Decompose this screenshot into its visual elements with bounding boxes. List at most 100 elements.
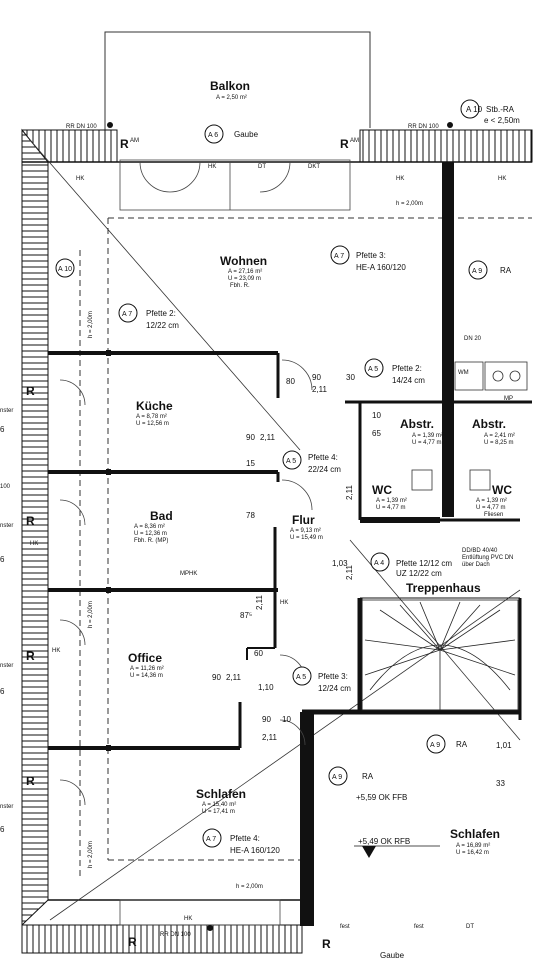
- dim: 90: [312, 373, 321, 382]
- pfette-value: 12/22 cm: [146, 321, 179, 330]
- dim: 2,11: [312, 385, 328, 394]
- r-label: R: [322, 937, 331, 951]
- fest-label: fest: [414, 924, 424, 930]
- room-area-abstr1: A = 1,39 m²: [412, 433, 443, 439]
- tag-a5: A 5: [286, 458, 296, 465]
- tag-a10: A 10: [466, 105, 483, 114]
- room-area-bad: A = 8,36 m²: [134, 524, 165, 530]
- hk-label: HK: [208, 164, 216, 170]
- entl-label: Entlüftung PVC DN: [462, 555, 513, 561]
- fenster-label: nster: [0, 408, 13, 414]
- height-label: h = 2,00m: [396, 201, 423, 207]
- pfette-label: Pfette 3:: [318, 672, 348, 681]
- pfette-label: Pfette 2:: [392, 364, 422, 373]
- wm-label: WM: [458, 370, 469, 376]
- edge-num: 100: [0, 484, 11, 490]
- edge-num: 6: [0, 425, 5, 434]
- r-label: R: [120, 137, 129, 151]
- dim: 2,11: [345, 484, 354, 500]
- mphk-label: MPHK: [180, 571, 197, 577]
- room-area-kueche: A = 8,78 m²: [136, 414, 167, 420]
- rr-label: RR DN 100: [160, 932, 191, 938]
- edge-num: 6: [0, 825, 5, 834]
- dim: 10: [372, 411, 381, 420]
- appliances: [411, 361, 528, 491]
- room-name-abstr2: Abstr.: [472, 417, 506, 431]
- room-name-abstr1: Abstr.: [400, 417, 434, 431]
- tag-a10: A 10: [58, 266, 72, 273]
- rr-label: RR DN 100: [408, 124, 439, 130]
- room-area-office: A = 11,26 m²: [130, 666, 164, 672]
- dim: 90: [212, 673, 221, 682]
- rr-label: RR DN 100: [66, 124, 97, 130]
- room-perimeter-kueche: U = 12,56 m: [136, 421, 169, 427]
- stair-wall: [300, 712, 314, 926]
- hk-label: HK: [184, 916, 192, 922]
- room-note-wc2: Fliesen: [484, 512, 503, 518]
- room-perimeter-wohnen: U = 23,09 m: [228, 276, 261, 282]
- room-area-balkon: A = 2,50 m²: [216, 95, 247, 101]
- dt-label: DT: [258, 164, 266, 170]
- tag-a7: A 7: [206, 836, 216, 843]
- r-label: R: [340, 137, 349, 151]
- dim: 60: [254, 649, 263, 658]
- hk-label: HK: [396, 176, 404, 182]
- luft-label: DD/BD 40/40: [462, 548, 498, 554]
- height-label: h = 2,00m: [88, 601, 94, 628]
- dim: 65: [372, 429, 381, 438]
- pfette-value: HE-A 160/120: [356, 263, 406, 272]
- dim: 2,11: [255, 594, 264, 610]
- dim: 2,11: [262, 733, 278, 742]
- fenster-label: nster: [0, 663, 13, 669]
- room-name-treppenhaus: Treppenhaus: [406, 581, 481, 595]
- height-label: h = 2,00m: [88, 841, 94, 868]
- tag-a9: A 9: [430, 742, 440, 749]
- room-area-wc2: A = 1,39 m²: [476, 498, 507, 504]
- dim: 30: [346, 373, 355, 382]
- tag-a7: A 7: [334, 253, 344, 260]
- dn-label: DN 20: [464, 336, 482, 342]
- pfette-value: HE-A 160/120: [230, 846, 280, 855]
- dim: 15: [246, 459, 255, 468]
- edge-num: 6: [0, 687, 5, 696]
- room-perimeter-wc2: U = 4,77 m: [476, 505, 506, 511]
- height-label: h = 2,00m: [236, 884, 263, 890]
- room-name-wohnen: Wohnen: [220, 254, 267, 268]
- dim: 1,03: [332, 559, 348, 568]
- dim: 1,01: [496, 741, 512, 750]
- pfette-label: Pfette 4:: [308, 453, 338, 462]
- room-name-schlafen1: Schlafen: [196, 787, 246, 801]
- room-name-wc1: WC: [372, 483, 392, 497]
- pfette-value: 22/24 cm: [308, 465, 341, 474]
- room-name-balkon: Balkon: [210, 79, 250, 93]
- staircase: [361, 599, 519, 711]
- pfette-value: 14/24 cm: [392, 376, 425, 385]
- room-area-schlafen2: A = 16,89 m²: [456, 843, 490, 849]
- room-area-wohnen: A = 27,16 m²: [228, 269, 262, 275]
- door-arcs: [59, 359, 313, 806]
- stb-label: Stb.-RA: [486, 105, 515, 114]
- pfette-value: 12/24 cm: [318, 684, 351, 693]
- room-perimeter-wc1: U = 4,77 m: [376, 505, 406, 511]
- r-label: R: [26, 514, 35, 528]
- dim: 80: [286, 377, 295, 386]
- gaube-label: Gaube: [380, 951, 405, 960]
- room-perimeter-flur: U = 15,49 m: [290, 535, 323, 541]
- dim: 2,11: [260, 433, 276, 442]
- room-name-schlafen2: Schlafen: [450, 827, 500, 841]
- dim: 90: [246, 433, 255, 442]
- hk-label: HK: [280, 600, 288, 606]
- room-floor-bad: Fbh. R. (MP): [134, 538, 168, 544]
- room-name-flur: Flur: [292, 513, 315, 527]
- gaube-windows: [119, 159, 351, 926]
- level-ffb: +5,59 OK FFB: [356, 793, 407, 802]
- room-perimeter-abstr1: U = 4,77 m: [412, 440, 442, 446]
- room-name-bad: Bad: [150, 509, 173, 523]
- ra-label: RA: [362, 772, 374, 781]
- room-area-abstr2: A = 2,41 m²: [484, 433, 515, 439]
- pfette-label: Pfette 12/12 cm: [396, 559, 452, 568]
- fest-label: fest: [340, 924, 350, 930]
- room-name-office: Office: [128, 651, 162, 665]
- dkt-label: DKT: [308, 164, 320, 170]
- hk-label: HK: [52, 648, 60, 654]
